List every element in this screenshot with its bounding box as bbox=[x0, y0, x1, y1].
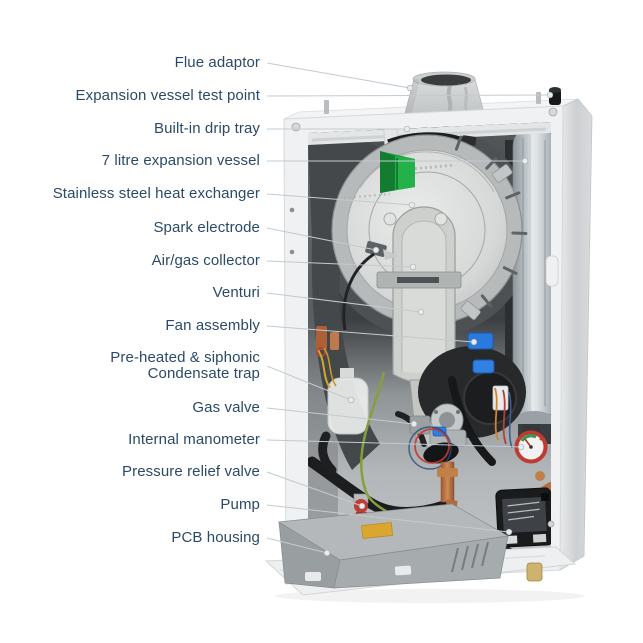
leader-dot bbox=[505, 528, 513, 536]
pcb-housing bbox=[277, 503, 510, 589]
leader-dot bbox=[403, 125, 411, 133]
gas-valve bbox=[408, 403, 467, 470]
left-fittings bbox=[316, 326, 339, 389]
warning-label bbox=[361, 522, 394, 539]
wiring-connector bbox=[492, 385, 513, 449]
frame-clip bbox=[545, 255, 559, 287]
top-pin bbox=[536, 92, 541, 104]
leader-line bbox=[266, 62, 411, 89]
leader-dot bbox=[517, 443, 525, 451]
manometer-gauge bbox=[514, 424, 548, 464]
blue-clip bbox=[472, 359, 495, 374]
leader-line bbox=[266, 504, 510, 533]
bracket bbox=[376, 271, 462, 289]
flue-adaptor bbox=[404, 71, 485, 114]
leader-dot bbox=[406, 84, 414, 92]
leader-dot bbox=[323, 549, 331, 557]
leader-line bbox=[266, 292, 422, 313]
leader-dot bbox=[409, 263, 417, 271]
leader-dot bbox=[417, 308, 425, 316]
leader-dot bbox=[410, 420, 418, 428]
leader-dot bbox=[470, 338, 478, 346]
leader-line bbox=[266, 537, 328, 554]
vents bbox=[451, 541, 489, 573]
frame-screw bbox=[291, 122, 301, 132]
leader-lines bbox=[266, 62, 554, 557]
leader-line bbox=[266, 407, 415, 425]
leader-line bbox=[266, 94, 551, 97]
leader-line bbox=[266, 227, 377, 251]
leader-line bbox=[266, 260, 414, 268]
leader-line bbox=[266, 325, 475, 343]
leader-line bbox=[266, 471, 363, 507]
floor-shadow bbox=[275, 589, 585, 603]
leader-dot bbox=[408, 201, 416, 209]
leader-dot bbox=[546, 91, 554, 99]
leader-dot bbox=[347, 396, 355, 404]
leader-line bbox=[266, 365, 352, 401]
leader-dot bbox=[521, 157, 529, 165]
frame-screw bbox=[548, 107, 558, 117]
blue-wire-loop bbox=[408, 426, 452, 470]
condensate-trap bbox=[327, 368, 369, 435]
red-wire-loop bbox=[414, 428, 450, 464]
top-pin bbox=[324, 100, 329, 114]
casing bbox=[283, 87, 593, 571]
leader-line bbox=[266, 439, 522, 448]
cable-clamp bbox=[526, 562, 543, 582]
leader-dot bbox=[358, 502, 366, 510]
leader-line bbox=[266, 193, 413, 206]
boiler-interior bbox=[308, 122, 551, 560]
leader-dot bbox=[372, 246, 380, 254]
